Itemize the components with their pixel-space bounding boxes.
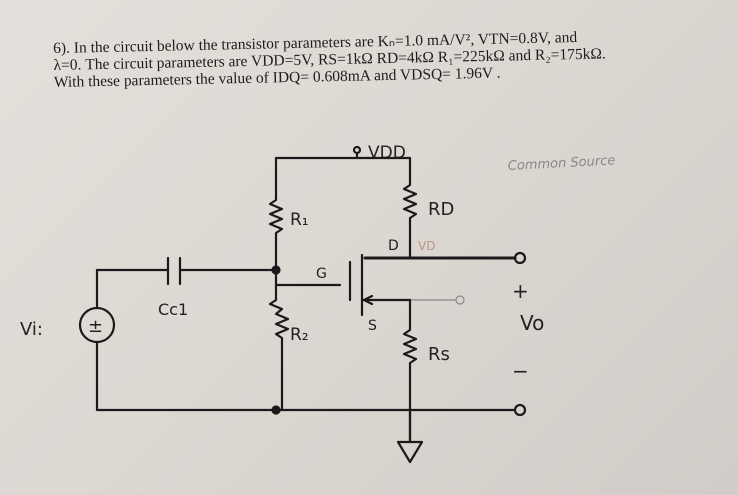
rd-resistor — [402, 156, 418, 260]
vi-label: Vi: — [20, 319, 43, 340]
coupling-capacitor — [166, 256, 182, 286]
ground-icon — [396, 408, 424, 464]
rs-label: Rs — [428, 344, 450, 365]
r2-resistor — [268, 268, 290, 412]
source-wire — [360, 294, 412, 306]
vdd-rail — [274, 151, 412, 160]
vo-minus-terminal[interactable] — [513, 403, 527, 417]
gate-label: G — [316, 266, 327, 282]
r1-resistor — [268, 156, 284, 272]
vdd-label: VDD — [368, 143, 406, 163]
drain-label: D — [388, 238, 399, 254]
rd-label: RD — [428, 199, 454, 220]
return-wire — [95, 268, 517, 412]
cap-label: Cc1 — [158, 300, 188, 319]
rs-resistor — [402, 298, 418, 442]
vo-plus-terminal[interactable] — [513, 251, 527, 265]
mosfet — [274, 253, 364, 317]
vd-label: VD — [418, 239, 435, 253]
r2-label: R₂ — [290, 325, 309, 345]
vo-minus-sign: − — [512, 359, 529, 383]
source-probe-terminal — [455, 295, 465, 305]
source-label: S — [368, 318, 377, 334]
common-source-note: Common Source — [507, 153, 615, 174]
vo-label: Vo — [520, 311, 544, 335]
r1-label: R₁ — [290, 210, 309, 230]
source-sign: ± — [88, 316, 103, 337]
voltage-source-icon — [78, 306, 116, 344]
vo-plus-sign: + — [512, 279, 529, 303]
